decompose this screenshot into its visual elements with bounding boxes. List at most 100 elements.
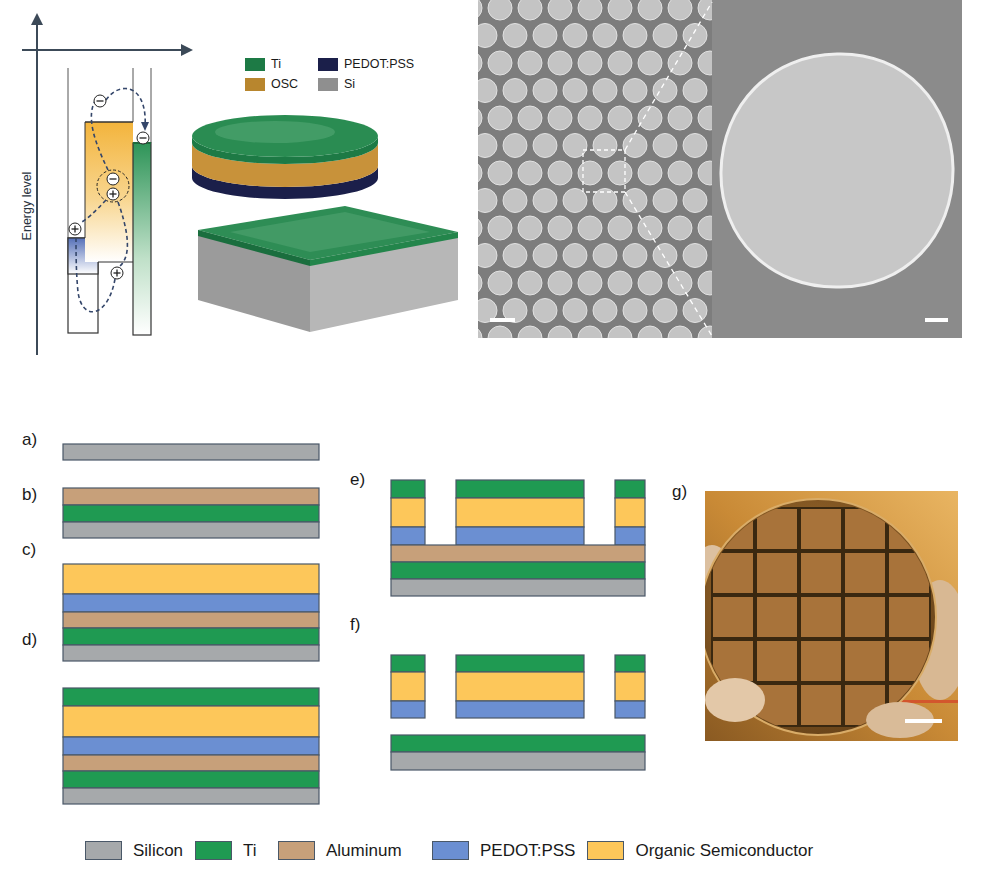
sem-image — [608, 271, 632, 295]
sem-image — [698, 106, 712, 130]
layer-stack — [391, 562, 645, 579]
legend-swatch — [432, 841, 469, 860]
sem-image — [503, 24, 527, 48]
charge-symbols — [111, 267, 123, 279]
sem-image — [698, 216, 712, 240]
sem-image — [478, 51, 482, 75]
energy-diagram — [80, 200, 106, 223]
legend-swatch — [85, 841, 122, 860]
charge-symbols — [110, 178, 117, 179]
charge-symbols — [94, 95, 106, 107]
sem-image — [503, 79, 527, 103]
sem-image — [488, 51, 512, 75]
sem-image — [683, 299, 707, 323]
charge-symbols — [116, 270, 117, 277]
sem-image — [925, 318, 948, 322]
sem-image — [578, 161, 602, 185]
wafer-photo — [800, 552, 842, 594]
energy-diagram — [106, 88, 145, 128]
sem-image — [533, 189, 557, 213]
sem-image — [625, 2, 712, 150]
sem-image — [478, 79, 497, 103]
layer-stack — [391, 735, 645, 752]
sem-image — [478, 326, 482, 338]
legend-swatch — [195, 841, 232, 860]
sem-image — [623, 134, 647, 158]
charge-symbols — [111, 267, 123, 279]
legend-text: OSC — [271, 77, 298, 91]
legend-item: PEDOT:PSS — [318, 57, 414, 71]
layer-stack — [456, 480, 584, 498]
layer-stack — [391, 701, 425, 718]
sem-image — [653, 79, 677, 103]
wafer-photo — [800, 596, 842, 638]
wafer-photo — [905, 719, 942, 723]
legend-item: Organic Semiconductor — [587, 841, 813, 861]
sem-image — [623, 24, 647, 48]
layer-stack — [63, 594, 319, 612]
energy-diagram — [91, 98, 108, 170]
sem-image — [478, 0, 482, 20]
layer-stack — [63, 488, 319, 505]
sem-image — [488, 0, 512, 20]
wafer-photo — [900, 700, 958, 703]
charge-symbols — [97, 100, 104, 101]
legend-text: PEDOT:PSS — [480, 841, 575, 861]
organic-disc — [192, 115, 378, 157]
sem-image — [518, 271, 542, 295]
sem-image — [478, 0, 712, 338]
layer-stack — [391, 579, 645, 596]
sem-image — [653, 244, 677, 268]
sem-image — [478, 244, 497, 268]
sem-image — [638, 106, 662, 130]
charge-symbols — [94, 95, 106, 107]
layer-stack — [456, 672, 584, 701]
sem-image — [478, 134, 497, 158]
wafer-photo — [888, 552, 930, 594]
sem-image — [503, 244, 527, 268]
sem-image — [578, 216, 602, 240]
sem-image — [548, 51, 572, 75]
legend-text: PEDOT:PSS — [344, 57, 414, 71]
energy-diagram — [76, 236, 115, 312]
sem-image — [503, 134, 527, 158]
sem-image — [578, 51, 602, 75]
sem-image — [593, 24, 617, 48]
layer-stack — [63, 564, 319, 594]
sem-image — [488, 216, 512, 240]
wafer-photo — [800, 684, 842, 726]
sem-image — [683, 79, 707, 103]
sem-image — [668, 216, 692, 240]
panel-label: g) — [672, 482, 687, 502]
sem-image — [623, 244, 647, 268]
legend-text: Si — [344, 77, 355, 91]
charge-symbols — [107, 173, 119, 185]
wafer-photo — [712, 552, 754, 594]
sem-image — [653, 189, 677, 213]
sem-image — [712, 0, 962, 338]
sem-image — [488, 326, 512, 338]
sem-image — [478, 161, 482, 185]
charge-symbols — [112, 191, 113, 198]
layer-stack — [391, 672, 425, 701]
charge-symbols — [107, 188, 119, 200]
sem-image — [563, 189, 587, 213]
charge-symbols — [69, 223, 81, 235]
layer-stack — [63, 444, 645, 804]
layer-stack — [63, 688, 319, 706]
sem-image — [478, 216, 482, 240]
sem-image — [668, 271, 692, 295]
sem-image — [548, 216, 572, 240]
sem-image — [478, 24, 497, 48]
energy-diagram — [141, 122, 149, 131]
energy-diagram — [22, 49, 184, 51]
legend-item: OSC — [245, 77, 298, 91]
energy-diagram — [36, 22, 38, 355]
layer-stack — [456, 701, 584, 718]
legend-item: PEDOT:PSS — [432, 841, 575, 861]
layer-stack — [391, 545, 645, 562]
energy-diagram — [98, 261, 133, 262]
energy-diagram — [133, 68, 134, 122]
layer-stack — [63, 788, 319, 804]
sem-image — [583, 150, 625, 192]
